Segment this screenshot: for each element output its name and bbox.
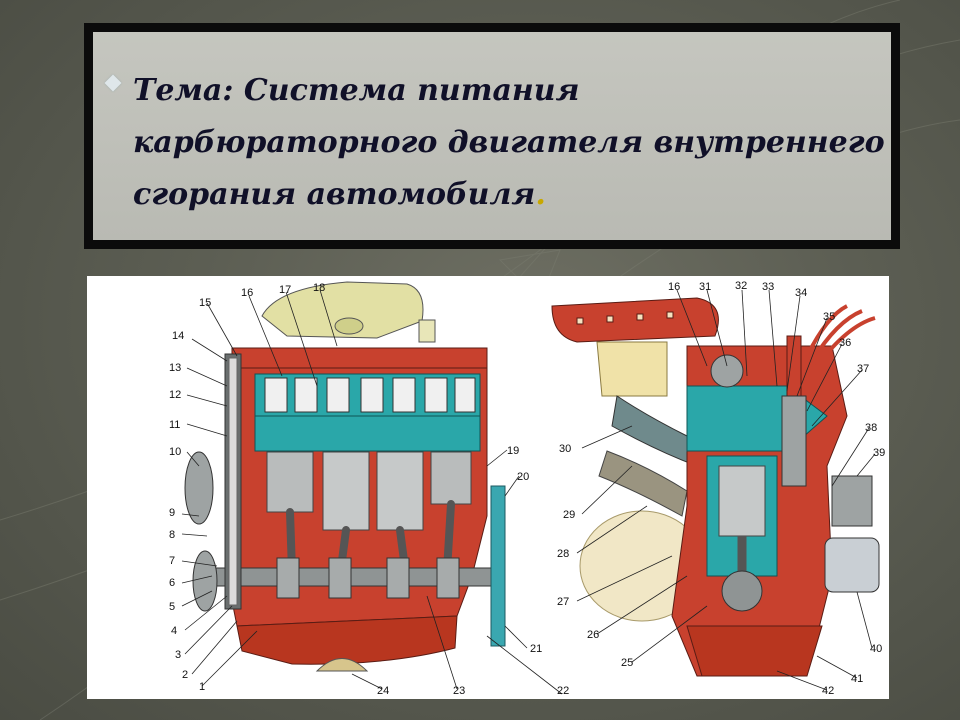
callout-left: 10 — [169, 446, 181, 458]
air-filter-left — [261, 281, 424, 339]
callout-left: 7 — [169, 555, 175, 567]
diamond-bullet-icon — [104, 74, 122, 92]
right-engine-section — [551, 297, 880, 677]
callout-right: 39 — [873, 447, 885, 459]
callout-right: 25 — [621, 657, 633, 669]
title-line-1: Тема: Система питания — [133, 73, 580, 108]
callout-right: 16 — [668, 281, 680, 293]
crank-pulley — [184, 451, 214, 525]
callout-right: 27 — [557, 596, 569, 608]
callout-left: 15 — [199, 297, 211, 309]
callout-left: 8 — [169, 529, 175, 541]
callout-right: 35 — [823, 311, 835, 323]
title-dot: . — [535, 177, 546, 212]
callout-right: 30 — [559, 443, 571, 455]
pistons-left — [266, 451, 472, 531]
callout-left: 19 — [507, 445, 519, 457]
callout-left: 9 — [169, 507, 175, 519]
air-filter-right — [551, 297, 719, 343]
callout-right: 26 — [587, 629, 599, 641]
callout-left: 17 — [279, 284, 291, 296]
title-line-2: карбюраторного двигателя внутреннего — [133, 125, 885, 160]
oil-filter — [824, 537, 880, 593]
callout-left: 21 — [530, 643, 542, 655]
callout-right: 42 — [822, 685, 834, 697]
title-line-3: сгорания автомобиля — [133, 177, 536, 212]
callout-left: 24 — [377, 685, 389, 697]
callout-right: 29 — [563, 509, 575, 521]
callout-right: 41 — [851, 673, 863, 685]
callout-left: 22 — [557, 685, 569, 697]
slide-title: Тема: Система питания карбюраторного двиг… — [133, 65, 898, 221]
callout-right: 32 — [735, 280, 747, 292]
callout-right: 38 — [865, 422, 877, 434]
callout-left: 20 — [517, 471, 529, 483]
callout-left: 16 — [241, 287, 253, 299]
callout-right: 34 — [795, 287, 807, 299]
callout-left: 11 — [169, 419, 180, 431]
callout-left: 14 — [172, 330, 184, 342]
flywheel-left — [490, 485, 506, 647]
left-engine-section — [184, 281, 506, 672]
callout-left: 23 — [453, 685, 465, 697]
oil-pan-left — [236, 615, 458, 665]
engine-diagram: 15 16 17 18 14 13 12 11 10 9 8 7 6 5 4 3… — [87, 276, 889, 699]
head-cover — [231, 347, 488, 369]
carburetor — [596, 341, 668, 397]
callout-left: 4 — [171, 625, 177, 637]
callout-left: 6 — [169, 577, 175, 589]
title-panel: Тема: Система питания карбюраторного двиг… — [93, 32, 891, 240]
callout-right: 28 — [557, 548, 569, 560]
callout-right: 40 — [870, 643, 882, 655]
callout-left: 12 — [169, 389, 181, 401]
callout-left: 1 — [199, 681, 205, 693]
title-box: Тема: Система питания карбюраторного двиг… — [84, 23, 900, 249]
callout-right: 36 — [839, 337, 851, 349]
callout-right: 33 — [762, 281, 774, 293]
callout-right: 37 — [857, 363, 869, 375]
callout-left: 18 — [313, 282, 325, 294]
callout-right: 31 — [699, 281, 711, 293]
callout-left: 3 — [175, 649, 181, 661]
callout-left: 2 — [182, 669, 188, 681]
callout-left: 13 — [169, 362, 181, 374]
fuel-pump — [831, 475, 873, 527]
callout-left: 5 — [169, 601, 175, 613]
